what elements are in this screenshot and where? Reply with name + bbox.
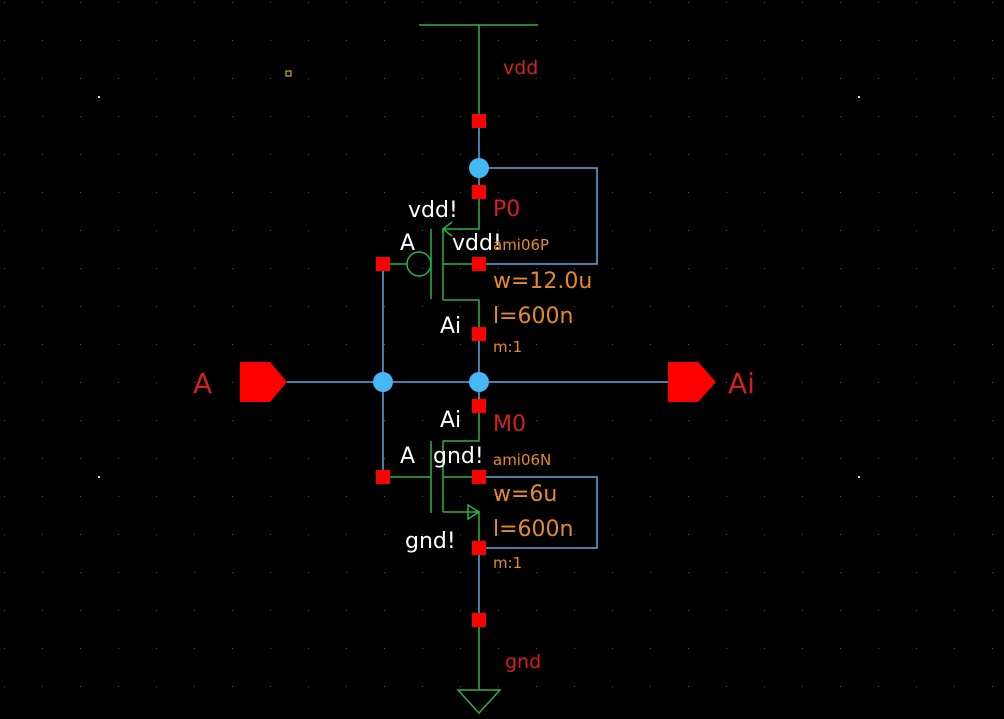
pmos-instance-name: P0 <box>493 197 520 222</box>
nmos-length: l=600n <box>493 517 573 542</box>
pmos-length: l=600n <box>493 304 573 329</box>
nmos-source-arrow <box>467 503 481 521</box>
nmos-bulk-label: gnd! <box>433 444 484 469</box>
vdd-symbol[interactable]: vdd <box>419 24 538 115</box>
junction-dots <box>373 158 489 392</box>
output-pin-label: Ai <box>728 367 755 400</box>
pmos-bulk-label: vdd! <box>452 231 502 256</box>
nmos-multiplier: m:1 <box>493 554 522 572</box>
input-pin-a[interactable] <box>240 362 287 402</box>
input-pin-label: A <box>193 367 212 400</box>
pmos-drain-label: Ai <box>440 314 461 339</box>
pmos-width: w=12.0u <box>493 269 592 294</box>
nmos-instance-name: M0 <box>493 412 526 437</box>
nmos-model: ami06N <box>493 451 551 469</box>
gnd-symbol[interactable]: gnd <box>456 627 541 715</box>
nmos-source-label: gnd! <box>405 529 456 554</box>
pmos-source-label: vdd! <box>408 198 458 223</box>
origin-marker <box>285 70 292 77</box>
nmos-drain-label: Ai <box>440 408 461 433</box>
vdd-label: vdd <box>503 57 538 79</box>
grid-major-dots <box>98 96 860 478</box>
gnd-label: gnd <box>505 651 541 673</box>
pmos-multiplier: m:1 <box>493 338 522 356</box>
pmos-model: ami06P <box>493 236 549 254</box>
connection-pins[interactable] <box>376 114 486 627</box>
nmos-transistor[interactable] <box>390 413 481 541</box>
pmos-gate-label: A <box>400 231 415 256</box>
pmos-transistor[interactable] <box>390 199 480 327</box>
nmos-width: w=6u <box>493 482 557 507</box>
output-pin-ai[interactable] <box>668 362 716 402</box>
nmos-gate-label: A <box>400 444 415 469</box>
